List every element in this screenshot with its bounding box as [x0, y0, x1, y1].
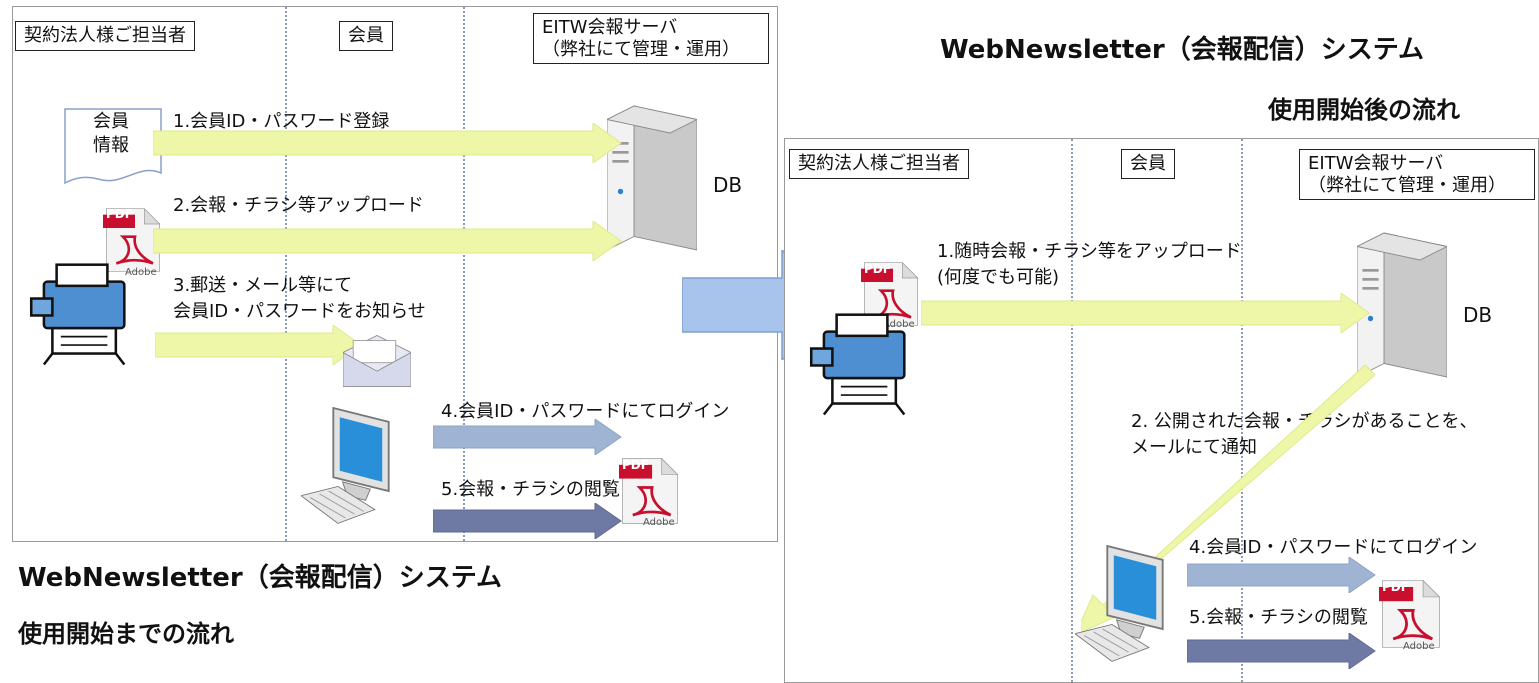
left-step5-label: 5.会報・チラシの閲覧	[441, 479, 620, 500]
left-step3-arrow	[155, 325, 362, 365]
document-icon	[64, 108, 162, 185]
right-step5-arrow	[1187, 633, 1376, 669]
pdf-file-icon: PDF Adobe	[103, 193, 163, 287]
right-pdf-view-icon: PDF Adobe	[1379, 567, 1443, 661]
header-server: EITW会報サーバ （弊社にて管理・運用）	[533, 13, 769, 65]
left-flow-panel: 契約法人様ご担当者 会員 EITW会報サーバ （弊社にて管理・運用） 会員 情報…	[12, 6, 778, 542]
header-server-line1: EITW会報サーバ	[1308, 153, 1444, 174]
printer-icon	[807, 297, 917, 417]
header-member: 会員	[339, 21, 393, 51]
pdf-badge-text: PDF	[864, 262, 891, 276]
header-server-line2: （弊社にて管理・運用）	[1308, 174, 1506, 196]
left-title-line1: WebNewsletter（会報配信）システム	[18, 563, 502, 593]
lane-divider-1	[285, 7, 287, 541]
pdf-badge-text: PDF	[106, 207, 133, 221]
header-contractor: 契約法人様ご担当者	[15, 21, 195, 51]
member-info-document: 会員 情報	[63, 107, 163, 187]
pdf-brand-text: Adobe	[643, 517, 675, 528]
pdf-brand-text: Adobe	[125, 267, 157, 278]
header-server: EITW会報サーバ （弊社にて管理・運用）	[1299, 149, 1535, 201]
pdf-file-icon: PDF Adobe	[861, 249, 921, 339]
left-step1-arrow	[153, 123, 622, 163]
right-step4-label: 4.会員ID・パスワードにてログイン	[1189, 537, 1478, 558]
pdf-badge-text: PDF	[1382, 580, 1409, 594]
pdf-brand-text: Adobe	[1403, 641, 1435, 652]
left-step4-label: 4.会員ID・パスワードにてログイン	[441, 401, 730, 422]
left-step2-label: 2.会報・チラシ等アップロード	[173, 195, 424, 216]
lane-divider-2	[463, 7, 465, 541]
right-title-line2: 使用開始後の流れ	[1268, 96, 1460, 124]
header-member: 会員	[1121, 149, 1175, 179]
header-contractor: 契約法人様ご担当者	[789, 149, 969, 179]
left-step3-label-line1: 3.郵送・メール等にて	[173, 275, 353, 296]
envelope-icon	[343, 335, 411, 387]
lane-divider-1	[1071, 139, 1073, 682]
right-step2-arrow	[1081, 364, 1376, 633]
lane-divider-2	[1241, 139, 1243, 682]
header-server-line1: EITW会報サーバ	[542, 17, 678, 38]
member-info-line2: 情報	[93, 135, 129, 156]
header-server-line2: （弊社にて管理・運用）	[542, 38, 740, 60]
member-info-line1: 会員	[93, 111, 129, 132]
left-title-line2: 使用開始までの流れ	[18, 620, 234, 648]
right-step2-label-line2: メールにて通知	[1131, 437, 1257, 458]
pdf-badge-text: PDF	[622, 458, 649, 472]
member-computer-icon	[301, 403, 421, 533]
db-label: DB	[713, 173, 743, 197]
left-step1-label: 1.会員ID・パスワード登録	[173, 111, 390, 132]
left-pdf-view-icon: PDF Adobe	[619, 445, 681, 537]
printer-icon	[27, 247, 137, 367]
member-computer-icon	[1075, 531, 1195, 681]
right-flow-panel: 契約法人様ご担当者 会員 EITW会報サーバ （弊社にて管理・運用） PDF A…	[784, 138, 1539, 683]
left-step4-arrow	[433, 419, 622, 455]
right-step5-label: 5.会報・チラシの閲覧	[1189, 607, 1368, 628]
right-step1-label-line2: (何度でも可能)	[937, 267, 1060, 288]
right-title-line1: WebNewsletter（会報配信）システム	[940, 35, 1424, 65]
right-step1-arrow	[921, 293, 1370, 333]
right-step1-label-line1: 1.随時会報・チラシ等をアップロード	[937, 241, 1242, 262]
db-label: DB	[1463, 303, 1493, 327]
left-step5-arrow	[433, 503, 622, 539]
pdf-brand-text: Adobe	[883, 319, 915, 330]
left-step3-label-line2: 会員ID・パスワードをお知らせ	[173, 301, 426, 322]
right-step4-arrow	[1187, 557, 1376, 593]
left-step2-arrow	[153, 221, 622, 261]
